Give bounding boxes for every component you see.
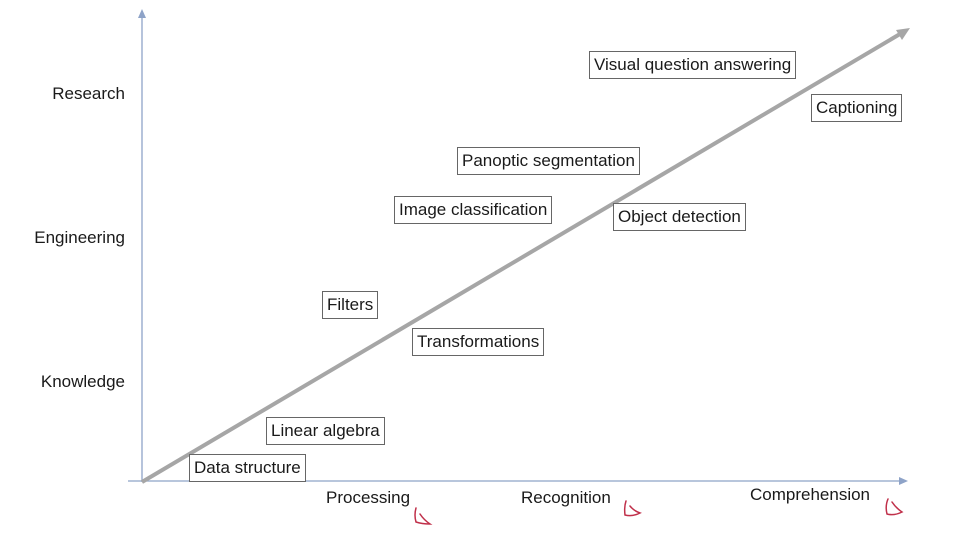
topic-captioning: Captioning [811, 94, 903, 122]
y-axis-arrowhead [138, 9, 146, 18]
topic-panoptic-segmentation: Panoptic segmentation [457, 147, 640, 175]
topic-image-classification: Image classification [394, 196, 553, 224]
y-label-knowledge: Knowledge [40, 372, 125, 391]
handwritten-mark-comprehension [885, 498, 904, 516]
x-label-processing: Processing [326, 488, 411, 507]
x-label-recognition: Recognition [521, 488, 611, 507]
topic-visual-question-answering: Visual question answering [589, 51, 797, 79]
topic-filters: Filters [322, 291, 379, 319]
progression-arrowhead [896, 28, 910, 40]
topic-linear-algebra: Linear algebra [266, 417, 385, 445]
topic-object-detection: Object detection [613, 203, 746, 231]
y-label-engineering: Engineering [34, 228, 125, 247]
x-label-comprehension: Comprehension [750, 485, 871, 504]
topic-data-structure: Data structure [189, 454, 306, 482]
x-axis-arrowhead [899, 477, 908, 485]
progression-diagonal [140, 32, 902, 484]
handwritten-mark-processing [414, 507, 433, 525]
y-label-research: Research [52, 84, 125, 103]
topic-transformations: Transformations [412, 328, 545, 356]
handwritten-mark-recognition [623, 500, 642, 517]
